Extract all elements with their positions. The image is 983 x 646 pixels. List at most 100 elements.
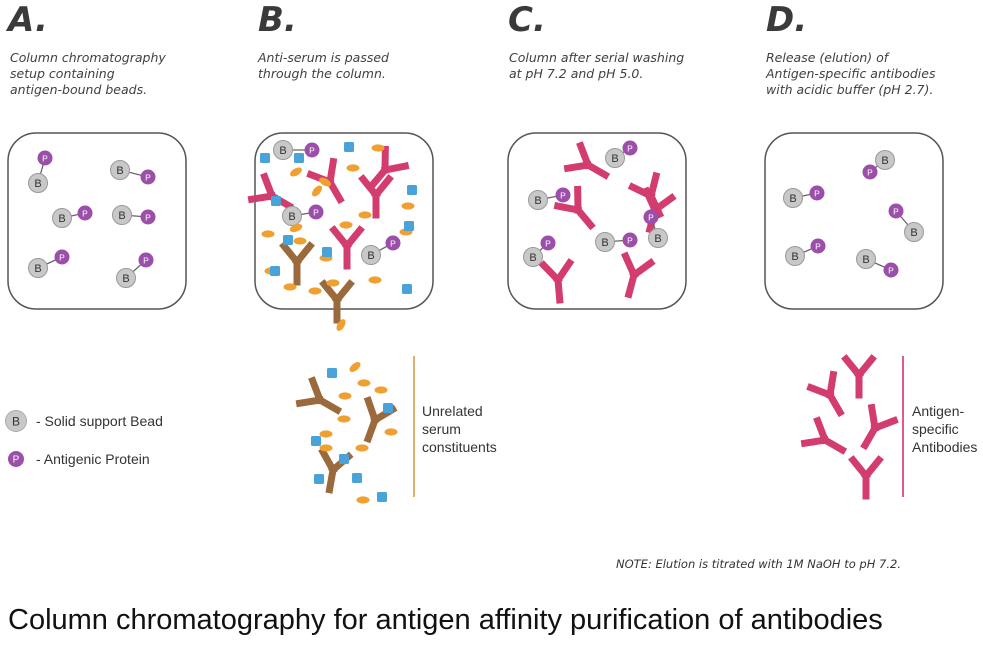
caption-a-line: antigen-bound beads. bbox=[10, 82, 148, 97]
bead-glyph: B bbox=[34, 178, 41, 190]
serum-protein bbox=[356, 496, 370, 504]
unrelated-label: Unrelated serum constituents bbox=[422, 402, 497, 456]
antibody bbox=[279, 241, 315, 286]
antigen-protein bbox=[883, 262, 899, 278]
caption-d-line: with acidic buffer (pH 2.7). bbox=[766, 82, 934, 97]
bead-icon: B bbox=[5, 410, 27, 432]
serum-protein bbox=[401, 202, 415, 210]
antibody bbox=[553, 185, 596, 231]
serum-molecule bbox=[407, 185, 417, 195]
antigen-protein bbox=[622, 232, 638, 248]
serum-molecule bbox=[383, 403, 393, 413]
protein-glyph: P bbox=[545, 239, 551, 249]
bead bbox=[875, 150, 895, 170]
antibody-arm bbox=[646, 171, 661, 201]
antibody bbox=[841, 354, 877, 399]
antibody-arm bbox=[813, 416, 830, 445]
antigen-protein bbox=[810, 238, 826, 254]
antibody bbox=[800, 416, 848, 455]
serum-protein bbox=[357, 379, 371, 387]
antigen-protein bbox=[540, 235, 556, 251]
protein-glyph: P bbox=[867, 168, 873, 178]
serum-protein bbox=[339, 221, 353, 229]
bead bbox=[605, 148, 625, 168]
bead bbox=[856, 249, 876, 269]
serum-molecule bbox=[327, 368, 337, 378]
bead-glyph: B bbox=[34, 263, 41, 275]
antibody bbox=[848, 455, 884, 500]
protein-glyph: P bbox=[309, 146, 315, 156]
antibody-arm bbox=[870, 416, 899, 433]
bead-glyph: B bbox=[654, 233, 661, 245]
caption-c: Column after serial washing at pH 7.2 an… bbox=[509, 50, 729, 82]
bead bbox=[110, 160, 130, 180]
bead-glyph: B bbox=[881, 155, 888, 167]
bead bbox=[361, 245, 381, 265]
protein-glyph: P bbox=[390, 239, 396, 249]
antibody-arm bbox=[553, 258, 575, 285]
specific-label-line: Antigen- bbox=[912, 403, 965, 419]
serum-protein bbox=[355, 444, 369, 452]
bead-protein-pair: BP bbox=[785, 238, 826, 266]
antigen-protein bbox=[643, 209, 659, 225]
caption-c-line: Column after serial washing bbox=[509, 50, 685, 65]
antibody bbox=[806, 370, 845, 418]
serum-molecule bbox=[352, 473, 362, 483]
antibody bbox=[329, 225, 365, 270]
legend-protein-label: - Antigenic Protein bbox=[36, 451, 150, 467]
protein-icon: P bbox=[8, 451, 24, 467]
bead-protein-pair: BP bbox=[523, 235, 556, 267]
serum-molecule bbox=[270, 266, 280, 276]
specific-label-line: specific bbox=[912, 421, 959, 437]
serum-molecule bbox=[294, 153, 304, 163]
protein-glyph: P bbox=[814, 189, 820, 199]
serum-molecule bbox=[311, 436, 321, 446]
panel-letter-b: B. bbox=[258, 0, 297, 40]
serum-protein bbox=[319, 177, 331, 187]
bead-protein-pair: BP bbox=[888, 203, 924, 242]
bead bbox=[595, 232, 615, 252]
serum-protein bbox=[308, 287, 322, 295]
protein-glyph: P bbox=[82, 209, 88, 219]
protein-glyph: P bbox=[143, 256, 149, 266]
bead-protein-pair: BP bbox=[28, 150, 53, 193]
bead bbox=[273, 140, 293, 160]
caption-b: Anti-serum is passed through the column. bbox=[258, 50, 478, 82]
protein-glyph: P bbox=[59, 253, 65, 263]
antibody bbox=[620, 251, 656, 299]
antigen-protein bbox=[37, 150, 53, 166]
bead bbox=[52, 208, 72, 228]
caption-a: Column chromatography setup containing a… bbox=[10, 50, 230, 98]
serum-protein bbox=[290, 167, 302, 177]
serum-protein bbox=[319, 444, 333, 452]
bead bbox=[783, 188, 803, 208]
unrelated-label-line: Unrelated bbox=[422, 403, 483, 419]
serum-molecule bbox=[404, 221, 414, 231]
serum-protein bbox=[384, 428, 398, 436]
serum-molecule bbox=[271, 196, 281, 206]
antigen-protein bbox=[140, 209, 156, 225]
caption-c-line: at pH 7.2 and pH 5.0. bbox=[509, 66, 644, 81]
antigen-protein bbox=[888, 203, 904, 219]
serum-protein bbox=[289, 223, 303, 233]
svg-text:P: P bbox=[13, 455, 20, 466]
antigen-protein bbox=[54, 249, 70, 265]
protein-glyph: P bbox=[313, 208, 319, 218]
serum-protein bbox=[293, 237, 307, 245]
caption-b-line: Anti-serum is passed bbox=[258, 50, 389, 65]
unrelated-label-line: serum bbox=[422, 421, 461, 437]
bead-glyph: B bbox=[611, 153, 618, 165]
protein-glyph: P bbox=[627, 236, 633, 246]
bead bbox=[648, 228, 668, 248]
bead-glyph: B bbox=[116, 165, 123, 177]
bead-protein-pair: BP bbox=[862, 150, 895, 180]
bead-protein-pair: BP bbox=[643, 209, 668, 248]
bead-protein-pair: BP bbox=[856, 249, 899, 278]
bead bbox=[523, 247, 543, 267]
antibody-arm bbox=[576, 141, 593, 170]
caption-d-line: Release (elution) of bbox=[766, 50, 889, 65]
protein-glyph: P bbox=[560, 191, 566, 201]
